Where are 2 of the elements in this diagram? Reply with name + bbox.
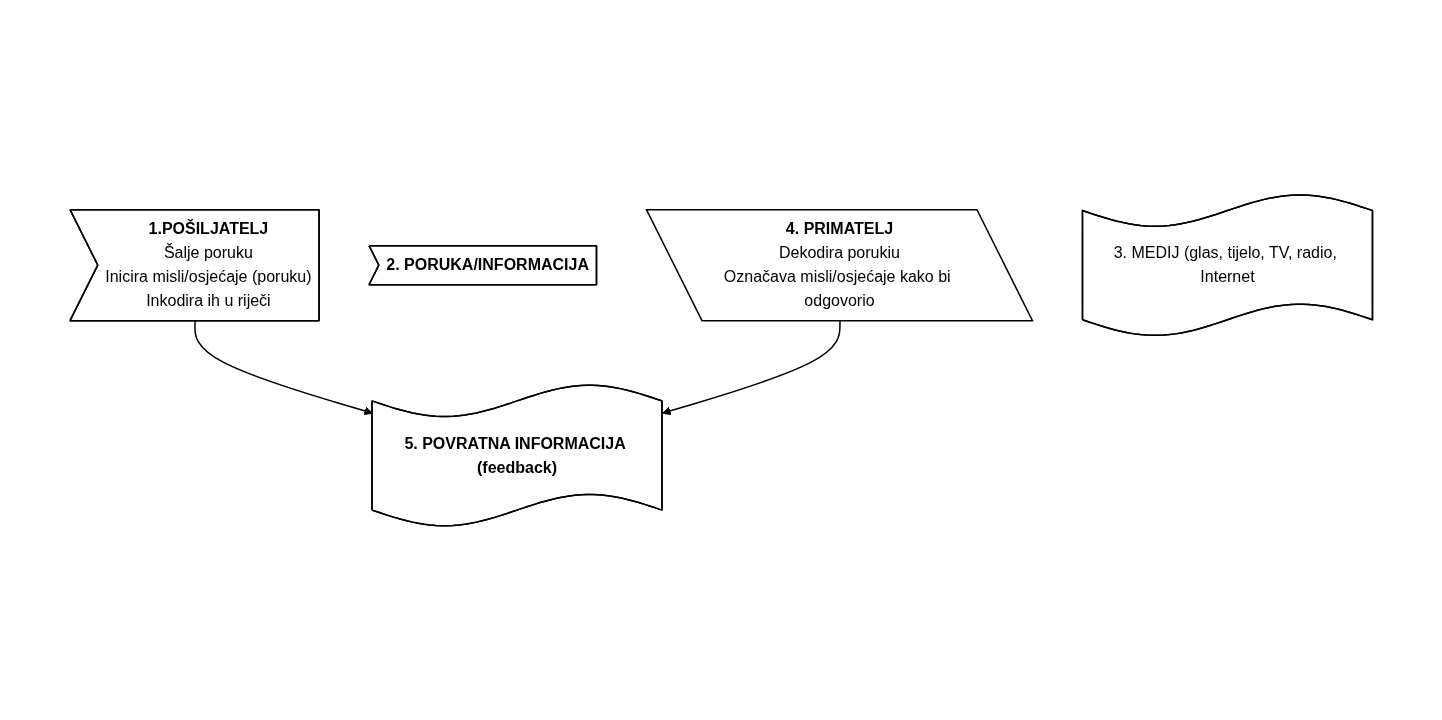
arrow [661,320,841,415]
arrow [193,320,373,415]
